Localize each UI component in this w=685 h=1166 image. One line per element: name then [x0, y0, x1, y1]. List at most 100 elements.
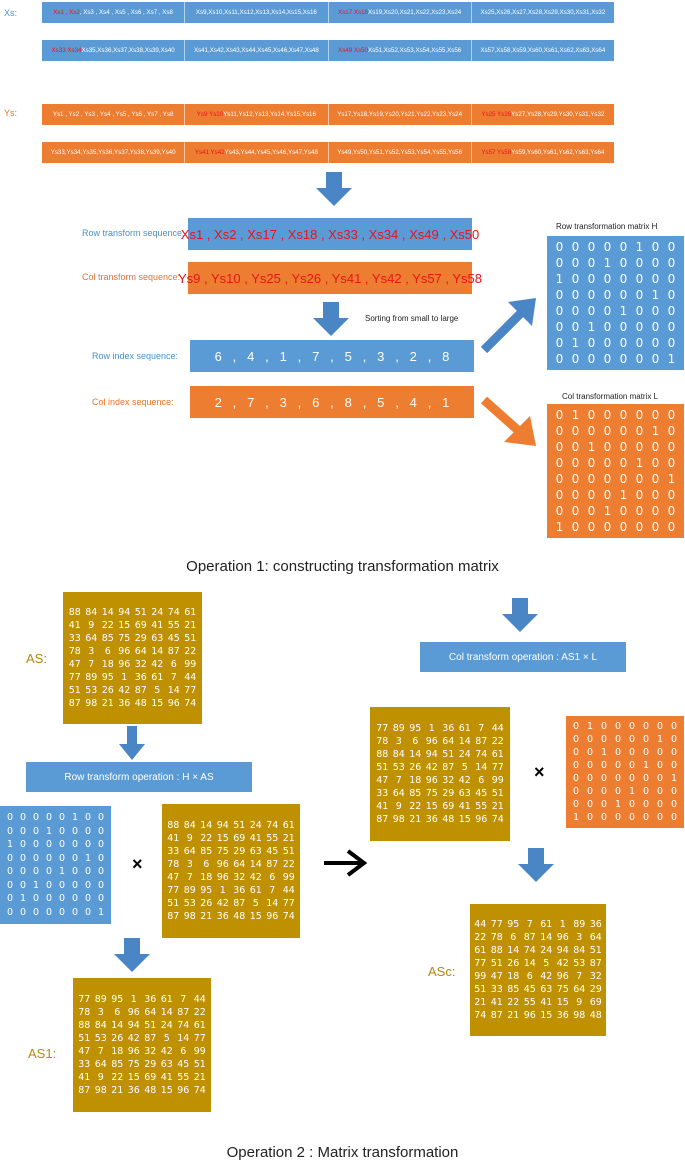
matrix-cell: 96	[556, 932, 569, 943]
matrix-cell: 0	[642, 786, 650, 797]
matrix-cell: 0	[670, 799, 678, 810]
matrix-cell: 74	[184, 698, 197, 709]
matrix-cell: 85	[409, 788, 422, 799]
matrix-cell: 0	[603, 408, 612, 422]
matrix-cell: 42	[425, 762, 438, 773]
matrix-cell: 0	[572, 799, 580, 810]
matrix-cell: 0	[571, 240, 580, 254]
matrix-cell: 5	[163, 1033, 170, 1044]
matrix-cell: 0	[555, 352, 564, 366]
matrix-cell: 29	[442, 788, 455, 799]
matrix-cell: 0	[667, 256, 676, 270]
row-matrix-title: Row transformation matrix H	[556, 222, 658, 231]
matrix-cell: 0	[587, 504, 596, 518]
matrix-cell: 64	[183, 846, 196, 857]
matrix-cell: 0	[651, 440, 660, 454]
matrix-cell: 0	[619, 272, 628, 286]
matrix-cell: 32	[589, 971, 602, 982]
matrix-cell: 0	[84, 866, 92, 877]
matrix-cell: 89	[392, 723, 405, 734]
matrix-cell: 0	[555, 320, 564, 334]
ys-segment: Ys33,Ys34,Ys35,Ys36,Ys37,Ys38,Ys39,Ys40	[42, 142, 186, 163]
matrix-cell: 7	[97, 1046, 104, 1057]
matrix-cell: 69	[144, 1072, 157, 1083]
matrix-cell: 64	[85, 633, 98, 644]
matrix-cell: 9	[88, 620, 95, 631]
matrix-cell: 32	[144, 1046, 157, 1057]
matrix-cell: 0	[600, 760, 608, 771]
matrix-cell: 78	[78, 1007, 91, 1018]
matrix-cell: 0	[635, 320, 644, 334]
matrix-cell: 0	[603, 288, 612, 302]
matrix-cell: 0	[603, 520, 612, 534]
matrix-cell: 0	[651, 504, 660, 518]
matrix-cell: 0	[651, 320, 660, 334]
matrix-cell: 33	[376, 788, 389, 799]
matrix-cell: 14	[160, 1007, 173, 1018]
matrix-cell: 87	[167, 646, 180, 657]
matrix-cell: 41	[540, 997, 553, 1008]
matrix-cell: 0	[19, 825, 27, 837]
matrix-cell: 0	[587, 304, 596, 318]
matrix-cell: 0	[587, 472, 596, 486]
matrix-cell: 55	[266, 833, 279, 844]
matrix-cell: 15	[151, 698, 164, 709]
matrix-cell: 1	[32, 879, 40, 891]
matrix-cell: 1	[586, 721, 594, 732]
matrix-cell: 0	[603, 456, 612, 470]
matrix-cell: 0	[628, 773, 636, 784]
matrix-cell: 0	[651, 488, 660, 502]
matrix-cell: 0	[603, 320, 612, 334]
matrix-cell: 0	[670, 734, 678, 745]
matrix-cell: 84	[94, 1020, 107, 1031]
matrix-cell: 0	[667, 336, 676, 350]
matrix-cell: 0	[586, 747, 594, 758]
matrix-cell: 24	[160, 1020, 173, 1031]
right-arrow-icon	[324, 849, 368, 877]
matrix-cell: 99	[491, 775, 504, 786]
matrix-cell: 15	[127, 1072, 140, 1083]
matrix-cell: 0	[58, 879, 66, 891]
matrix-cell: 0	[603, 424, 612, 438]
matrix-cell: 41	[78, 1072, 91, 1083]
matrix-cell: 0	[603, 336, 612, 350]
matrix-cell: 1	[619, 488, 628, 502]
matrix-cell: 0	[651, 336, 660, 350]
matrix-cell: 47	[78, 1046, 91, 1057]
matrix-cell: 0	[571, 256, 580, 270]
matrix-cell: 0	[6, 879, 14, 891]
matrix-cell: 64	[144, 1007, 157, 1018]
matrix-cell: 1	[614, 799, 622, 810]
matrix-cell: 33	[167, 846, 180, 857]
matrix-cell: 85	[111, 1059, 124, 1070]
matrix-cell: 0	[45, 879, 53, 891]
matrix-cell: 0	[635, 488, 644, 502]
matrix-cell: 7	[576, 971, 583, 982]
ys-text: Ys43,Ys44,Ys45,Ys46,Ys47,Ys48	[224, 149, 318, 156]
matrix-cell: 0	[651, 408, 660, 422]
matrix-cell: 0	[97, 825, 105, 837]
matrix-cell: 26	[200, 898, 213, 909]
ys-highlight: Ys25 Ys26	[481, 111, 512, 118]
matrix-cell: 32	[442, 775, 455, 786]
matrix-cell: 0	[600, 786, 608, 797]
matrix-cell: 89	[573, 919, 586, 930]
matrix-cell: 0	[97, 852, 105, 864]
matrix-cell: 94	[127, 1020, 140, 1031]
matrix-cell: 1	[619, 304, 628, 318]
matrix-cell: 0	[58, 839, 66, 850]
matrix-cell: 51	[193, 1059, 206, 1070]
matrix-cell: 0	[670, 721, 678, 732]
matrix-cell: 96	[216, 859, 229, 870]
